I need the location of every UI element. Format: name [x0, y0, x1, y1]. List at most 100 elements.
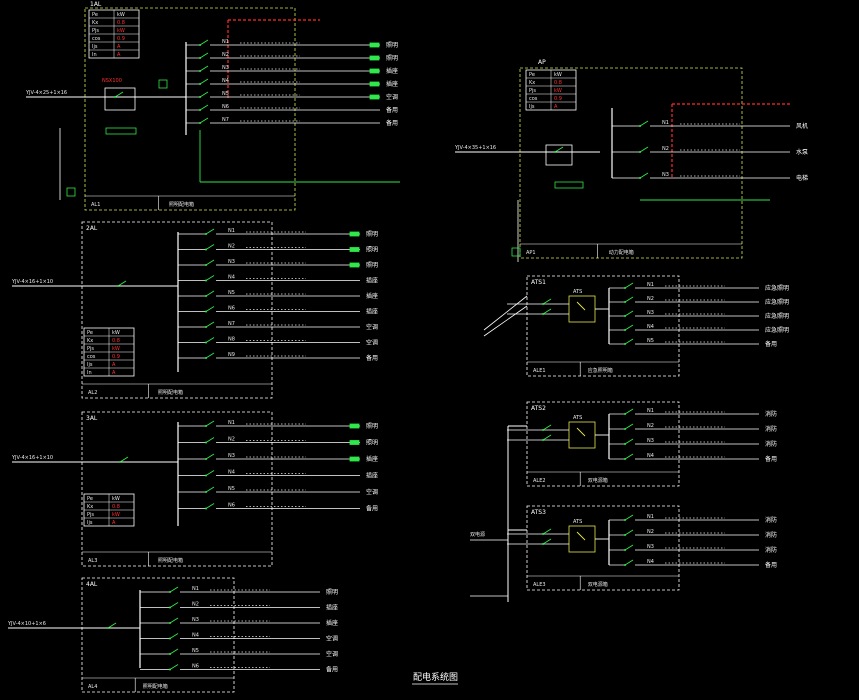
branch-load-label: 插座: [366, 292, 378, 300]
breaker-symbol: [169, 617, 179, 624]
param-name: Pjs: [87, 346, 94, 352]
breaker-contact: [624, 519, 626, 521]
footer-code: AL2: [88, 390, 97, 396]
param-value: A: [112, 362, 116, 368]
breaker-symbol: [624, 544, 634, 551]
breaker-contact: [205, 491, 207, 493]
param-name: Kx: [529, 80, 535, 86]
branch-load-label: 消防: [765, 410, 777, 418]
param-value: kW: [117, 28, 125, 34]
breaker-symbol: [205, 228, 215, 235]
main-breaker-box: [545, 144, 573, 166]
footer-code: AL3: [88, 558, 97, 564]
branch-load-label: 照明: [366, 262, 378, 269]
param-value: 0.9: [112, 354, 120, 360]
breaker-contact: [542, 533, 544, 535]
param-name: Pe: [529, 72, 535, 78]
branch-circuit-id: N1: [647, 408, 654, 414]
breaker-contact: [624, 564, 626, 566]
source-feed: [483, 305, 528, 337]
panel-frame: [84, 7, 296, 211]
param-value: A: [112, 520, 116, 526]
param-value: A: [117, 44, 121, 50]
footer-name: 应急照明箱: [588, 367, 613, 374]
branch-circuit-id: N3: [647, 544, 654, 550]
ct-symbol: [105, 127, 137, 135]
param-value: kW: [112, 346, 120, 352]
ats-contact: [576, 301, 586, 311]
branch-load-label: 空调: [366, 323, 378, 331]
branch-load-label: 电梯: [796, 174, 808, 182]
panel-name: ATS2: [531, 405, 546, 412]
breaker-contact: [639, 177, 641, 179]
breaker-contact: [199, 44, 201, 46]
branch-load-label: 消防: [765, 440, 777, 448]
param-value: kW: [112, 330, 120, 336]
breaker-symbol: [205, 352, 215, 359]
breaker-contact: [624, 549, 626, 551]
footer-name: 双电源箱: [588, 477, 608, 484]
breaker-symbol: [107, 622, 117, 629]
branch-load-label: 插座: [386, 67, 398, 75]
param-value: 0.8: [117, 20, 125, 26]
footer-name: 动力配电箱: [609, 249, 634, 256]
footer-name: 双电源箱: [588, 581, 608, 588]
incoming-cable-spec: YJV-4×16+1×10: [11, 455, 53, 461]
branch-circuit-id: N6: [228, 503, 235, 509]
breaker-symbol: [624, 438, 634, 445]
branch-load-label: 应急照明: [765, 284, 789, 292]
breaker-symbol: [624, 296, 634, 303]
param-name: Kx: [92, 20, 98, 26]
breaker-symbol: [114, 91, 124, 98]
branch-circuit-id: N3: [662, 172, 669, 178]
branch-circuit-id: N6: [228, 306, 235, 312]
branch-load-label: 空调: [326, 650, 338, 658]
dual-source-label: 双电源: [470, 531, 485, 538]
footer-name: 照明配电箱: [158, 389, 183, 396]
incoming-cable-spec: YJV-4×16+1×10: [11, 279, 53, 285]
footer-name: 照明配电箱: [169, 201, 194, 208]
breaker-contact: [624, 287, 626, 289]
breaker-contact: [624, 301, 626, 303]
breaker-symbol: [199, 91, 209, 98]
breaker-symbol: [205, 275, 215, 281]
branch-circuit-id: N5: [222, 91, 229, 97]
breaker-contact: [199, 122, 201, 124]
param-value: kW: [112, 512, 120, 518]
output-terminal: [349, 440, 360, 445]
param-name: cos: [92, 36, 101, 42]
branch-circuit-id: N6: [222, 104, 229, 110]
param-name: Ijs: [92, 44, 98, 50]
branch-circuit-id: N5: [192, 648, 199, 654]
branch-circuit-id: N4: [647, 453, 654, 459]
param-name: In: [87, 370, 92, 376]
branch-load-label: 插座: [366, 455, 378, 463]
footer-code: ALE3: [533, 582, 546, 588]
breaker-contact: [542, 429, 544, 431]
breaker-contact: [199, 83, 201, 85]
branch-circuit-id: N8: [228, 337, 235, 343]
breaker-contact: [169, 606, 171, 609]
branch-load-label: 备用: [386, 106, 398, 114]
breaker-contact: [624, 443, 626, 445]
breaker-symbol: [542, 424, 552, 431]
breaker-contact: [205, 233, 207, 235]
panel-name: 1AL: [90, 1, 102, 8]
param-value: 0.9: [554, 96, 562, 102]
breaker-contact: [554, 151, 556, 153]
branch-load-label: 消防: [765, 516, 777, 524]
param-value: 0.8: [112, 338, 120, 344]
breaker-symbol: [169, 664, 179, 670]
breaker-symbol: [205, 259, 215, 266]
ats-contact: [576, 531, 586, 541]
breaker-symbol: [205, 420, 215, 427]
breaker-symbol: [199, 52, 209, 59]
footer-code: AL4: [88, 684, 97, 690]
ground-symbol: [66, 187, 76, 197]
branch-circuit-id: N4: [228, 470, 235, 476]
incoming-cable-spec: YJV-4×25+1×16: [25, 90, 67, 96]
branch-load-label: 插座: [366, 277, 378, 285]
